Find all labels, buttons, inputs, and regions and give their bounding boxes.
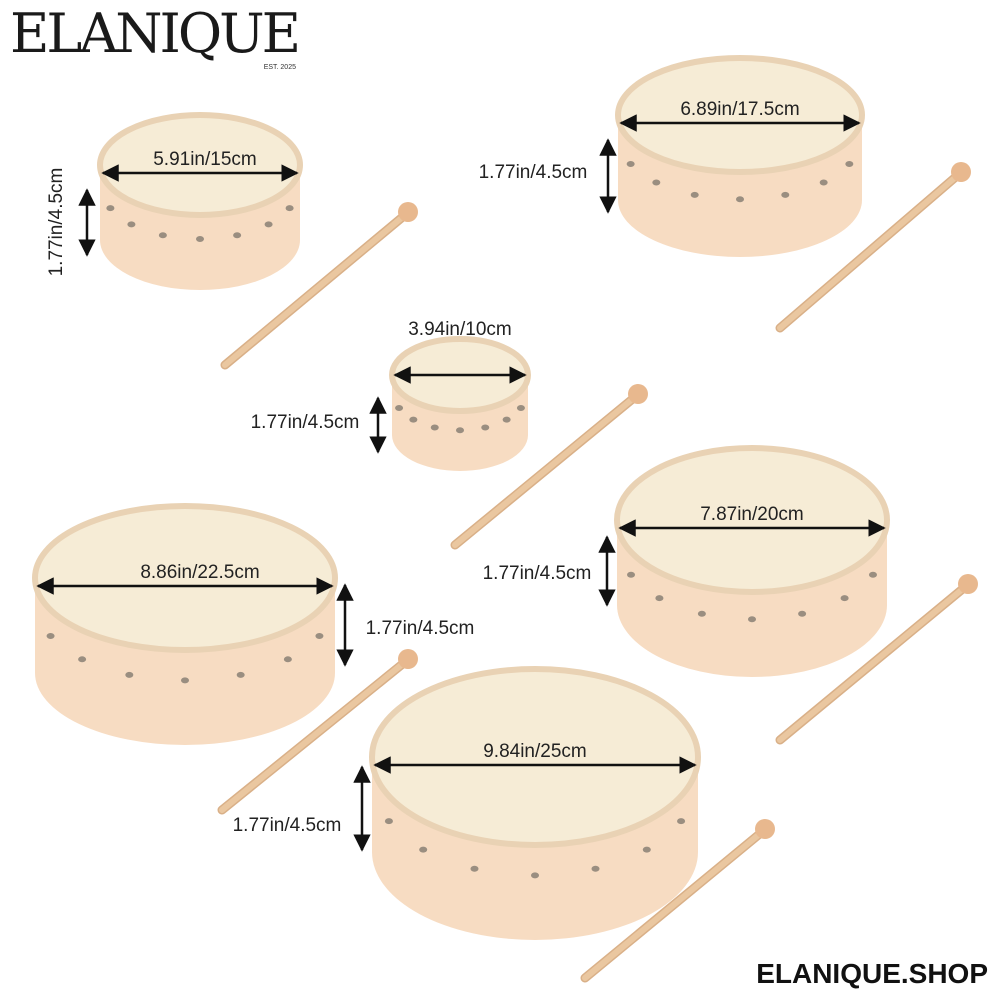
mallet-head (755, 819, 775, 839)
jingle-icon (502, 416, 511, 423)
jingle-icon (264, 221, 273, 228)
height-label: 1.77in/4.5cm (233, 815, 342, 836)
jingle-icon (627, 571, 636, 578)
jingle-icon (125, 671, 134, 678)
diameter-label: 7.87in/20cm (700, 504, 804, 525)
drum-4: 8.86in/22.5cm 1.77in/4.5cm (32, 503, 475, 745)
height-label: 1.77in/4.5cm (366, 618, 475, 639)
jingle-icon (106, 205, 115, 212)
diameter-label: 8.86in/22.5cm (140, 562, 259, 583)
drum-1: 5.91in/15cm 1.77in/4.5cm (46, 112, 303, 290)
jingle-icon (591, 865, 600, 872)
height-label: 1.77in/4.5cm (483, 563, 592, 584)
jingle-icon (690, 191, 699, 198)
mallet-head (398, 202, 418, 222)
drum-3: 3.94in/10cm 1.77in/4.5cm (251, 319, 531, 471)
jingle-icon (46, 632, 55, 639)
mallet-stick (450, 384, 648, 550)
mallet-head (628, 384, 648, 404)
jingle-icon (531, 872, 539, 879)
jingle-icon (736, 196, 744, 203)
diameter-label: 6.89in/17.5cm (680, 99, 799, 120)
jingle-icon (456, 427, 464, 434)
jingle-icon (470, 865, 479, 872)
diameter-label: 5.91in/15cm (153, 149, 257, 170)
mallet-head (958, 574, 978, 594)
jingle-icon (798, 610, 807, 617)
jingle-icon (819, 179, 828, 186)
jingle-icon (395, 404, 404, 411)
height-label: 1.77in/4.5cm (479, 162, 588, 183)
jingle-icon (78, 656, 87, 663)
mallet-stick (217, 649, 418, 815)
height-label: 1.77in/4.5cm (251, 412, 360, 433)
drum-2: 6.89in/17.5cm 1.77in/4.5cm (479, 55, 865, 257)
mallet-head (951, 162, 971, 182)
jingle-icon (652, 179, 661, 186)
brand-logo: ELANIQUE EST. 2025 (10, 6, 310, 76)
jingle-icon (781, 191, 790, 198)
jingle-icon (127, 221, 136, 228)
jingle-icon (677, 818, 686, 825)
jingle-icon (181, 677, 189, 684)
jingle-icon (845, 161, 854, 168)
jingle-icon (384, 818, 393, 825)
shop-url: ELANIQUE.SHOP (756, 958, 988, 989)
diameter-label: 3.94in/10cm (408, 319, 512, 340)
jingle-icon (626, 161, 635, 168)
jingle-icon (516, 404, 525, 411)
drum-6: 9.84in/25cm 1.77in/4.5cm (233, 666, 701, 940)
jingle-icon (840, 595, 849, 602)
jingle-icon (430, 424, 439, 431)
logo-text: ELANIQUE (10, 2, 301, 65)
jingle-icon (748, 616, 756, 623)
jingle-icon (233, 232, 242, 239)
jingle-icon (642, 846, 651, 853)
jingle-icon (655, 595, 664, 602)
jingle-icon (868, 571, 877, 578)
mallet-stick (220, 202, 418, 370)
drum-5: 7.87in/20cm 1.77in/4.5cm (483, 445, 890, 677)
jingle-icon (196, 236, 204, 242)
jingle-icon (419, 846, 428, 853)
jingle-icon (409, 416, 418, 423)
jingle-icon (481, 424, 490, 431)
jingle-icon (236, 671, 245, 678)
jingle-icon (697, 610, 706, 617)
mallet-stick (580, 819, 775, 983)
height-label: 1.77in/4.5cm (46, 168, 67, 277)
mallet-stick (775, 574, 978, 745)
logo-est: EST. 2025 (263, 64, 296, 71)
jingle-icon (158, 232, 167, 239)
diameter-label: 9.84in/25cm (483, 741, 587, 762)
mallet-stick (775, 162, 971, 333)
jingle-icon (283, 656, 292, 663)
jingle-icon (285, 205, 294, 212)
jingle-icon (315, 632, 324, 639)
mallet-head (398, 649, 418, 669)
